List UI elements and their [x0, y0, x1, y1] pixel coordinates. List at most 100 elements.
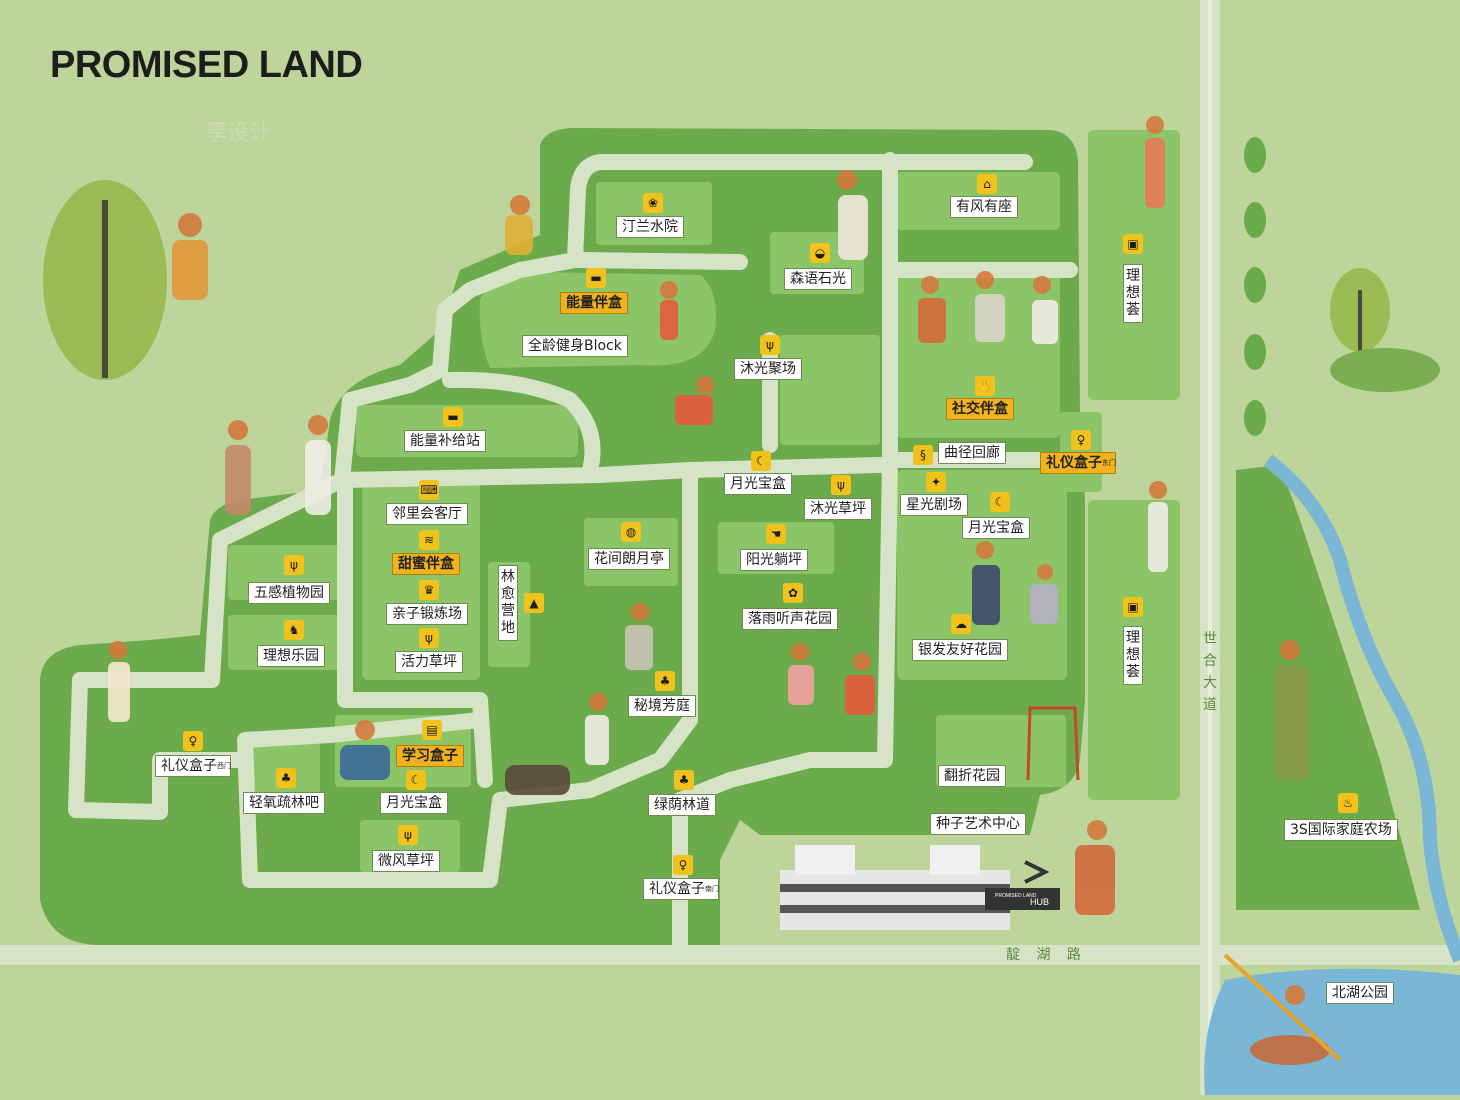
road-divider [1208, 0, 1212, 1095]
river [1263, 454, 1460, 963]
label-ritual-box-east[interactable]: 礼仪盒子东门 [1040, 452, 1116, 474]
tent-icon[interactable]: ▲ [524, 593, 544, 613]
farm-icon[interactable]: ♨ [1338, 793, 1358, 813]
stone-icon[interactable]: ◒ [810, 243, 830, 263]
label-forest-camp[interactable]: 林愈营地 [498, 565, 518, 641]
label-tinglan-water-court[interactable]: 汀兰水院 [616, 216, 684, 238]
label-north-lake-park[interactable]: 北湖公园 [1326, 982, 1394, 1004]
road-name-shihe-avenue: 世合大道 [1203, 631, 1217, 713]
label-social-box[interactable]: 社交伴盒 [946, 398, 1014, 420]
label-fold-garden[interactable]: 翻折花园 [938, 765, 1006, 787]
label-sunlight-gathering[interactable]: 沐光聚场 [734, 358, 802, 380]
roadside-trees [1244, 137, 1266, 436]
grass-icon-vitality[interactable]: ψ [419, 628, 439, 648]
label-ideal-playground[interactable]: 理想乐园 [257, 645, 325, 667]
label-winding-corridor[interactable]: 曲径回廊 [938, 442, 1006, 464]
moon-icon-center[interactable]: ☾ [751, 451, 771, 471]
crown-icon[interactable]: ♛ [419, 580, 439, 600]
farm-area [1236, 465, 1420, 910]
dumbbell-icon[interactable]: ▬ [586, 268, 606, 288]
ritual-box-east-text: 礼仪盒子 [1046, 455, 1102, 471]
label-ritual-box-south[interactable]: 礼仪盒子南门 [643, 878, 719, 900]
label-five-sense-garden[interactable]: 五感植物园 [248, 582, 330, 604]
shopping-icon-bottom[interactable]: ▣ [1123, 597, 1143, 617]
label-moonlight-box-center[interactable]: 月光宝盒 [724, 473, 792, 495]
label-vitality-lawn[interactable]: 活力草坪 [395, 651, 463, 673]
grass-icon-lawn[interactable]: ψ [831, 475, 851, 495]
star-icon[interactable]: ✦ [926, 472, 946, 492]
lantern-icon[interactable]: ◍ [621, 522, 641, 542]
grass-icon-five-sense[interactable]: ψ [284, 555, 304, 575]
label-rain-garden[interactable]: 落雨听声花园 [742, 608, 838, 630]
watermark-text: 享设计 [205, 121, 271, 146]
label-forest-stone[interactable]: 森语石光 [784, 268, 852, 290]
label-study-box[interactable]: 学习盒子 [396, 745, 464, 767]
road-name-dianhu-road: 靛 湖 路 [1006, 947, 1087, 963]
flower-icon[interactable]: ✿ [783, 583, 803, 603]
label-sun-lounge-lawn[interactable]: 阳光躺坪 [740, 549, 808, 571]
layers-icon[interactable]: ≋ [419, 530, 439, 550]
ritual-box-west-text: 礼仪盒子 [161, 758, 217, 774]
gate-suffix-west: 西门 [217, 761, 231, 770]
ritual-box-south-text: 礼仪盒子 [649, 881, 705, 897]
north-lake [1204, 968, 1460, 1095]
shopping-icon-top[interactable]: ▣ [1123, 234, 1143, 254]
map-title: PROMISED LAND [50, 44, 363, 86]
swing-frame [1026, 706, 1080, 781]
label-green-shade-path[interactable]: 绿荫林道 [648, 794, 716, 816]
sofa-icon[interactable]: ⌨ [419, 480, 439, 500]
label-seed-art-center[interactable]: 种子艺术中心 [930, 813, 1026, 835]
moon-icon-left[interactable]: ☾ [406, 770, 426, 790]
bench-icon[interactable]: ⌂ [977, 174, 997, 194]
swirl-icon[interactable]: § [913, 445, 933, 465]
hand-icon[interactable]: ☚ [766, 524, 786, 544]
label-sunlight-lawn[interactable]: 沐光草坪 [804, 498, 872, 520]
label-moonlight-box-left[interactable]: 月光宝盒 [380, 792, 448, 814]
people-illustrations [108, 116, 1330, 1065]
label-family-farm[interactable]: 3S国际家庭农场 [1284, 819, 1398, 841]
person-gate-icon-east[interactable]: ♀ [1071, 430, 1091, 450]
west-tree [43, 180, 167, 380]
building-sign: PROMISED LAND [995, 893, 1037, 899]
label-silver-garden[interactable]: 银发友好花园 [912, 639, 1008, 661]
label-sweet-box[interactable]: 甜蜜伴盒 [392, 553, 460, 575]
label-ideal-hall-top[interactable]: 理想荟 [1123, 264, 1143, 323]
book-icon[interactable]: ▤ [422, 720, 442, 740]
label-oxygen-forest-bar[interactable]: 轻氧疏林吧 [243, 792, 325, 814]
gate-suffix-east: 东门 [1102, 458, 1116, 467]
label-ritual-box-west[interactable]: 礼仪盒子西门 [155, 755, 231, 777]
trees-icon-secret[interactable]: ♣ [655, 671, 675, 691]
lotus-icon[interactable]: ❀ [643, 193, 663, 213]
label-energy-station[interactable]: 能量补给站 [404, 430, 486, 452]
label-breeze-lawn[interactable]: 微风草坪 [372, 850, 440, 872]
trees-icon-oxygen[interactable]: ♣ [276, 768, 296, 788]
label-secret-courtyard[interactable]: 秘境芳庭 [628, 695, 696, 717]
moon-icon-right[interactable]: ☾ [990, 492, 1010, 512]
building-hub-text: HUB [1030, 897, 1050, 907]
grass-icon[interactable]: ψ [760, 335, 780, 355]
label-moonlight-box-right[interactable]: 月光宝盒 [962, 517, 1030, 539]
seed-art-center-building [780, 845, 1060, 930]
grass-icon-breeze[interactable]: ψ [398, 825, 418, 845]
handshake-icon[interactable]: ✋ [975, 376, 995, 396]
label-all-age-fitness[interactable]: 全龄健身Block [522, 335, 628, 357]
label-neighborhood-lounge[interactable]: 邻里会客厅 [386, 503, 468, 525]
label-flower-pavilion[interactable]: 花间朗月亭 [588, 548, 670, 570]
trees-icon-green-path[interactable]: ♣ [674, 770, 694, 790]
east-tree [1330, 268, 1440, 392]
person-gate-icon-west[interactable]: ♀ [183, 731, 203, 751]
label-breeze-seat[interactable]: 有风有座 [950, 196, 1018, 218]
label-energy-box[interactable]: 能量伴盒 [560, 292, 628, 314]
rocking-horse-icon[interactable]: ♞ [284, 620, 304, 640]
kayak-paddle [1223, 953, 1342, 1062]
person-gate-icon-south[interactable]: ♀ [673, 855, 693, 875]
gate-suffix-south: 南门 [705, 884, 719, 893]
main-road-horizontal [0, 945, 1460, 965]
label-ideal-hall-bottom[interactable]: 理想荟 [1123, 626, 1143, 685]
cloud-icon[interactable]: ☁ [951, 614, 971, 634]
dumbbell-icon-station[interactable]: ▬ [443, 407, 463, 427]
label-parent-child-training[interactable]: 亲子锻炼场 [386, 603, 468, 625]
label-starlight-theater[interactable]: 星光剧场 [900, 494, 968, 516]
